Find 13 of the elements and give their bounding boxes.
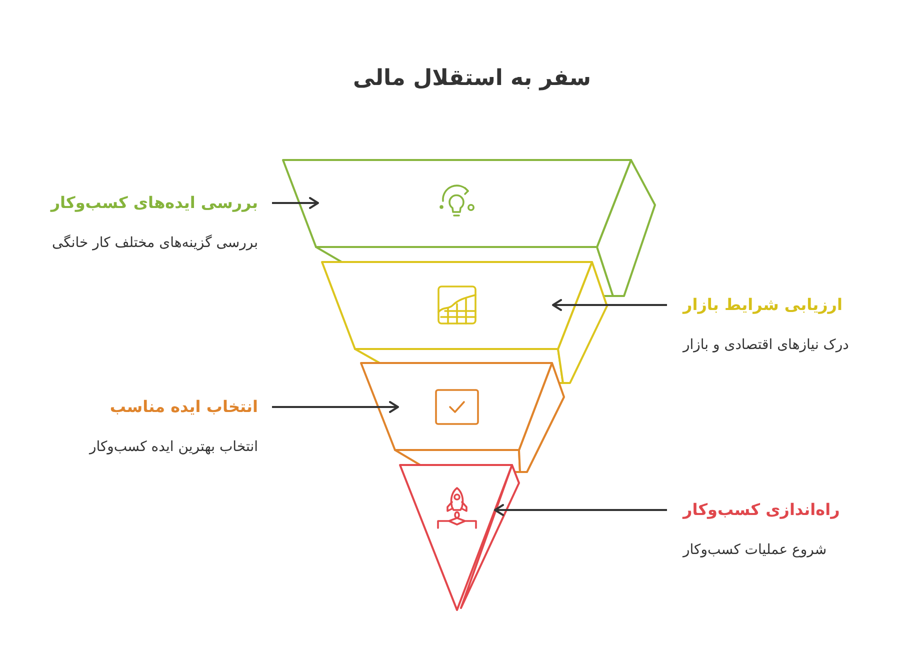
step-title: ارزیابی شرایط بازار: [683, 294, 842, 316]
diagram-title: سفر به استقلال مالی: [352, 65, 592, 93]
step-description: درک نیازهای اقتصادی و بازار: [683, 336, 849, 355]
arrow: [272, 197, 319, 209]
arrow: [494, 504, 667, 516]
step-title: راه‌اندازی کسب‌وکار: [683, 499, 840, 521]
step-title: بررسی ایده‌های کسب‌وکار: [50, 192, 258, 214]
step-description: انتخاب بهترین ایده کسب‌وکار: [89, 438, 258, 457]
arrow: [272, 401, 399, 413]
step-description: شروع عملیات کسب‌وکار: [683, 541, 827, 560]
step-title: انتخاب ایده مناسب: [110, 396, 258, 418]
arrow: [552, 299, 667, 311]
step-description: بررسی گزینه‌های مختلف کار خانگی: [52, 234, 258, 253]
